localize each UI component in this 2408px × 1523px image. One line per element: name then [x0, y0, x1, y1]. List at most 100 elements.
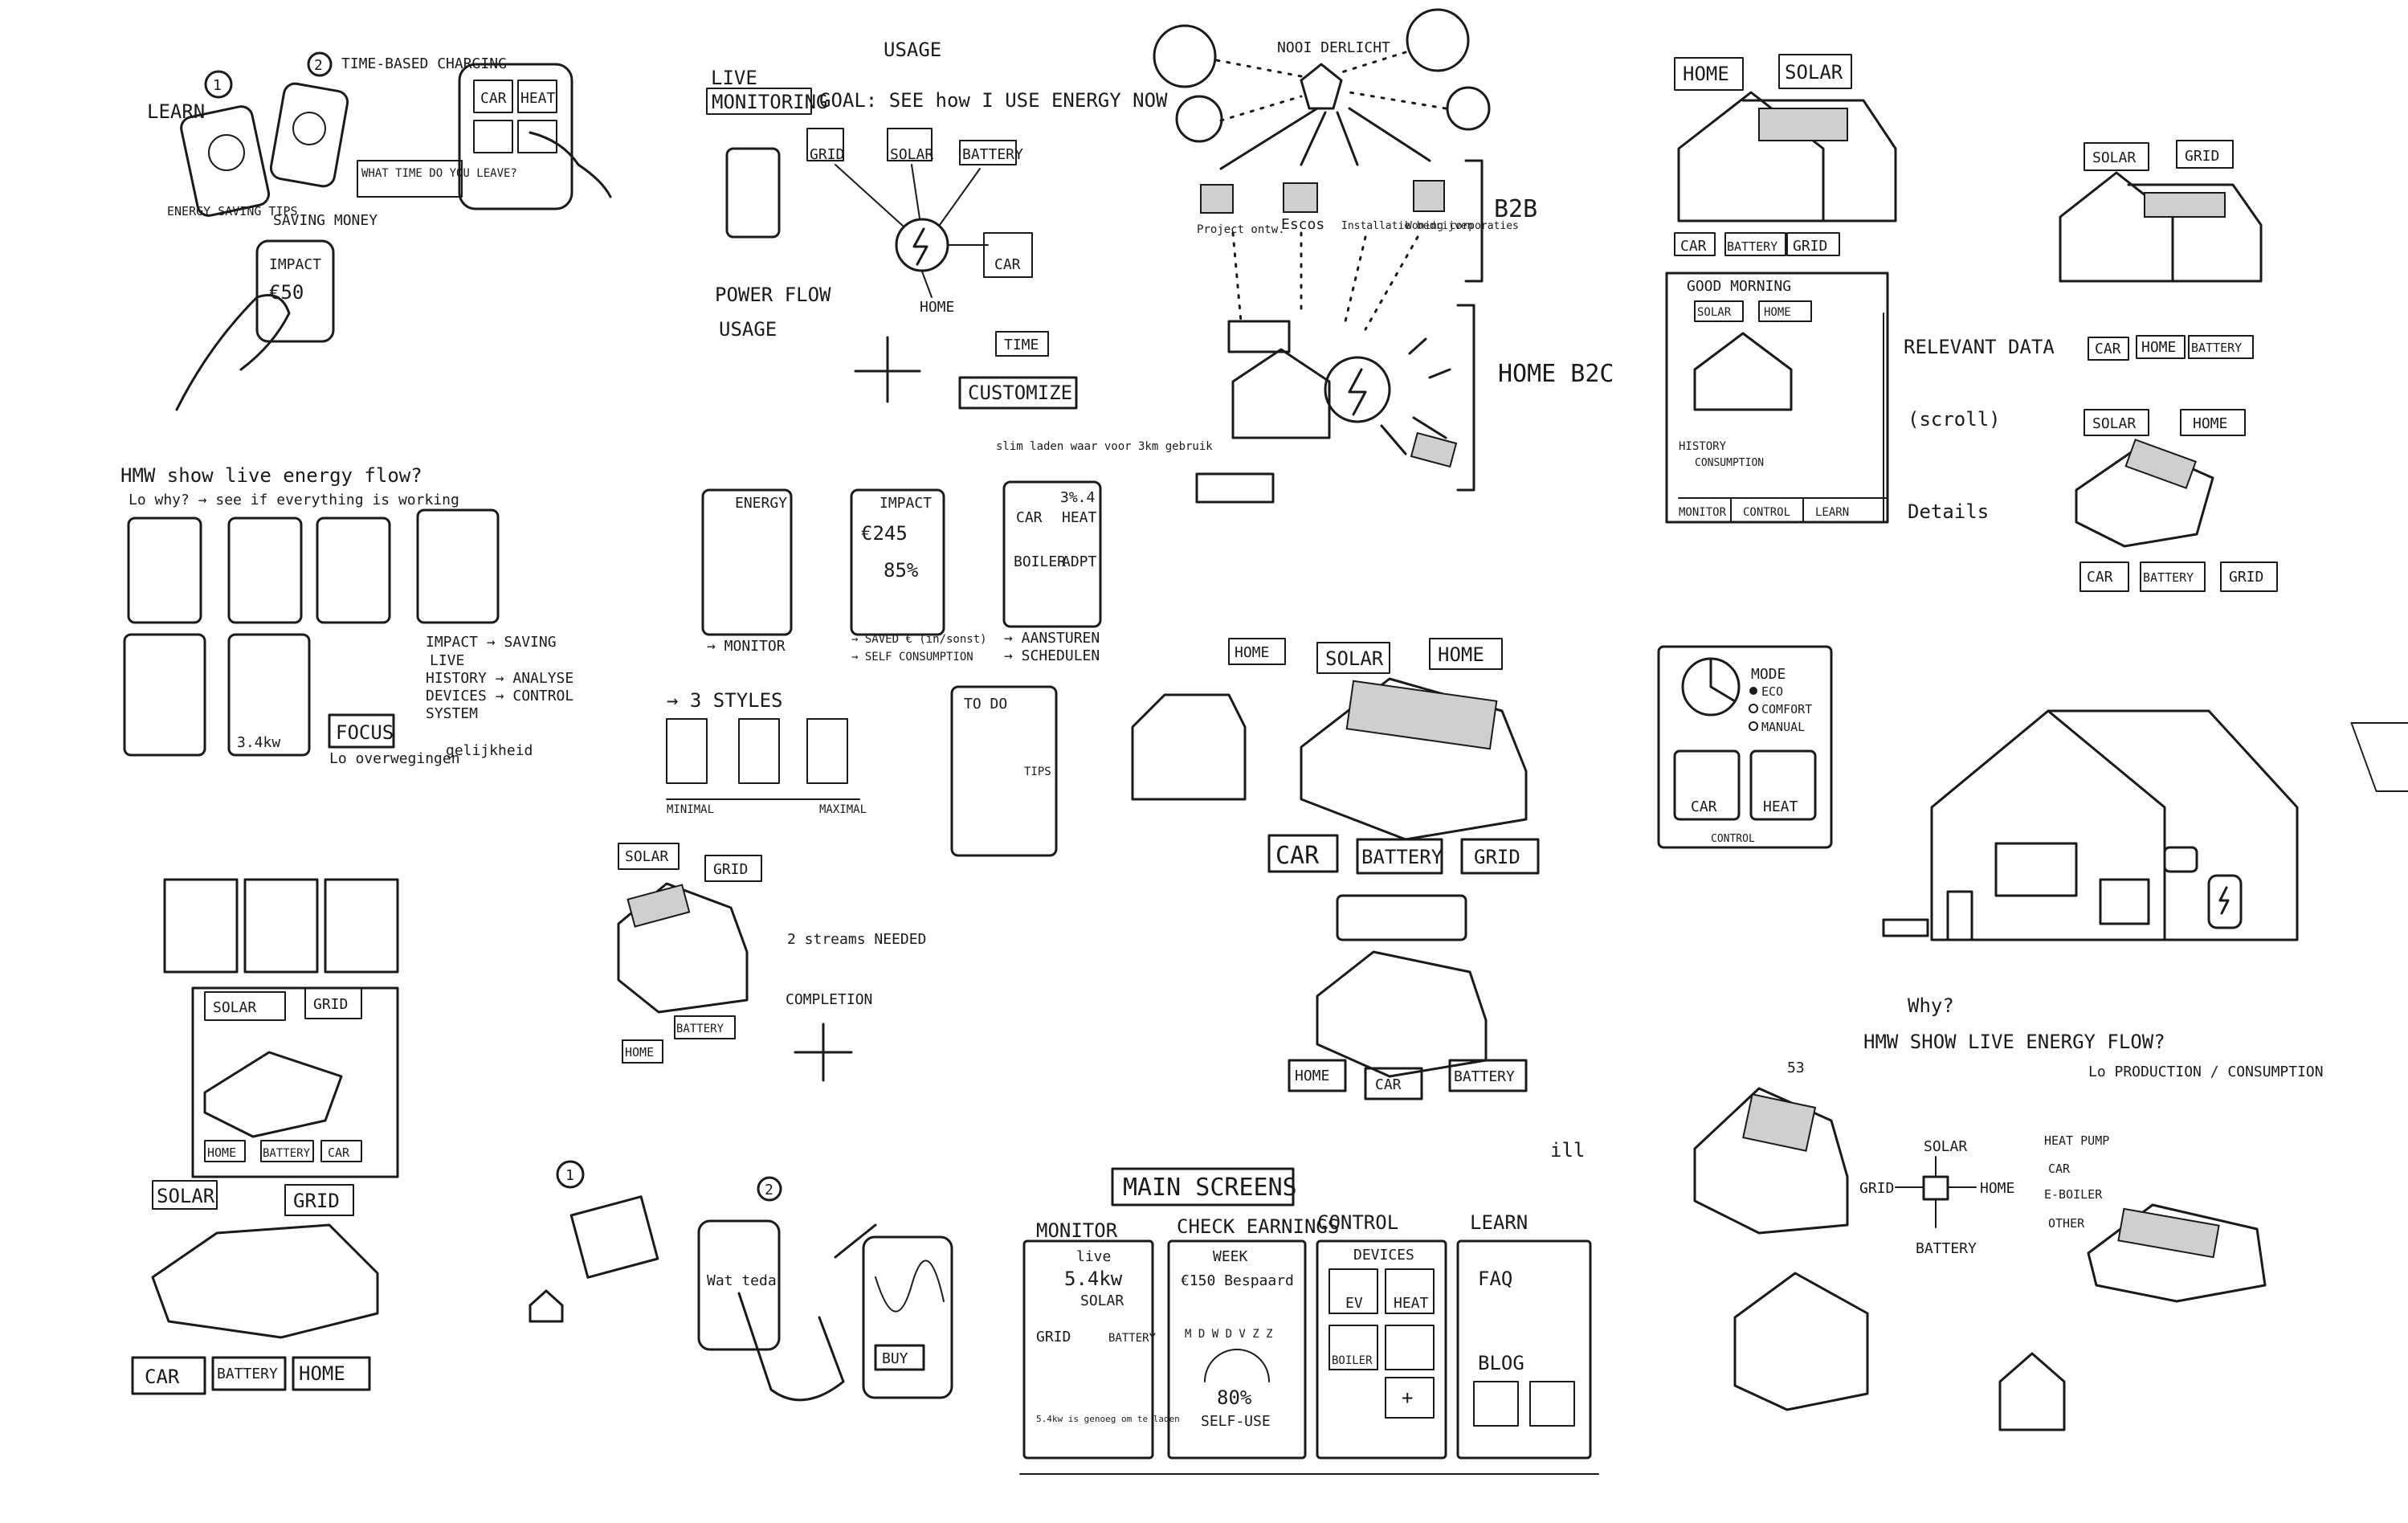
relevant-data-label: RELEVANT DATA [1904, 336, 2055, 358]
car-box [983, 232, 1033, 278]
final-house-door [1946, 890, 1973, 941]
bottom-left-sketch: SOLAR GRID CAR BATTERY HOME [131, 1180, 379, 1395]
solar-tag-r2-label: SOLAR [2092, 415, 2136, 432]
small-house-c [1131, 693, 1247, 801]
time-box [995, 331, 1049, 357]
impact-title: IMPACT [880, 495, 932, 512]
col-learn: LEARN [1470, 1211, 1528, 1234]
customize-box [958, 376, 1078, 410]
screen-learn [1456, 1239, 1592, 1460]
hand-pointer [529, 131, 612, 198]
battery-tag-l-label: BATTERY [263, 1147, 311, 1160]
car-tag-r [2088, 337, 2129, 361]
battery-tag-s-label: BATTERY [676, 1023, 724, 1035]
grid-tag-r3 [2220, 561, 2278, 592]
tab-learn: LEARN [1815, 506, 1849, 519]
solar-tag-s [618, 843, 680, 870]
learn-faq: FAQ [1478, 1268, 1512, 1290]
why-house-1-panels [1742, 1093, 1817, 1152]
grid-tag-c [1460, 838, 1540, 875]
car-tag-c [1267, 834, 1339, 873]
car-tag-bl-label: CAR [145, 1366, 180, 1388]
flow-arrows-out [921, 244, 989, 298]
car-label: CAR [994, 256, 1021, 273]
col-monitor: MONITOR [1036, 1219, 1118, 1242]
phone-impact [255, 239, 335, 343]
home-tag-s [622, 1039, 663, 1064]
grid-tag-label: GRID [1793, 238, 1827, 255]
focus-box [328, 713, 395, 749]
monitoring-label: MONITORING [712, 91, 828, 113]
home-tag-r-label: HOME [2141, 339, 2176, 356]
style-b [738, 718, 780, 784]
monitor-solar: SOLAR [1080, 1292, 1124, 1309]
solar-box [887, 128, 933, 161]
dotted-links-b2c [1231, 231, 1419, 331]
mini-house-r-panels [2144, 192, 2226, 218]
solar-grid-frame [191, 986, 399, 1178]
why-house-3-panels [2117, 1207, 2220, 1259]
power-flow-label: POWER FLOW [715, 284, 831, 306]
why-home: HOME [1980, 1180, 2014, 1197]
focus-label: FOCUS [336, 721, 394, 744]
control-ev-tile [1328, 1268, 1378, 1314]
screen-control [1316, 1239, 1447, 1460]
control-heat-tile [1385, 1268, 1435, 1314]
buy-curve [875, 1260, 945, 1313]
why-other: OTHER [2048, 1216, 2085, 1231]
show-live-flow-sketch: HMW show live energy flow? Lo why? → see… [120, 464, 573, 767]
scroll-label: (scroll) [1908, 408, 2001, 431]
three-styles-label: → 3 STYLES [667, 689, 783, 712]
step-1-label: 1 [213, 77, 222, 94]
laptop-icon [1195, 472, 1275, 504]
impact-amount: €245 [861, 522, 908, 545]
dotted-links [1215, 51, 1447, 122]
why-grid: GRID [1859, 1180, 1894, 1197]
saved-note: → SAVED € (in/sonst) [851, 633, 987, 646]
devices-heat: HEAT [1062, 509, 1097, 526]
heat-tile [517, 80, 557, 113]
big-house-sketch: HOME SOLAR HOME CAR BATTERY GRID [1131, 638, 1540, 875]
b2c-lightning-hub [1324, 356, 1391, 423]
car-tile-mode [1673, 749, 1741, 821]
control-heat: HEAT [1394, 1295, 1429, 1312]
comfort-radio [1749, 704, 1758, 713]
grid-label: GRID [810, 146, 844, 163]
variant-phone-2 [227, 517, 303, 624]
col-check-earnings: CHECK EARNINGS [1177, 1215, 1339, 1238]
buy-button [874, 1344, 925, 1371]
heat-tile-mode-label: HEAT [1763, 798, 1798, 815]
style-phone-energy [701, 488, 793, 636]
battery-box [959, 140, 1017, 165]
battery-tag-c-label: BATTERY [1361, 846, 1443, 868]
home-tag-l-label: HOME [207, 1145, 236, 1160]
home-tag-bl-label: HOME [299, 1362, 345, 1385]
grid-tag-r [2176, 140, 2234, 169]
learn-blog: BLOG [1478, 1352, 1524, 1374]
solar-tag [1778, 54, 1852, 89]
battery-tag-s [674, 1015, 736, 1039]
earnings-gauge [1204, 1349, 1270, 1382]
main-screens-title-box [1111, 1167, 1295, 1207]
battery-tag-r3-label: BATTERY [2143, 570, 2194, 585]
phone-3 [458, 63, 573, 210]
grid-tag-l [304, 987, 362, 1019]
step-2-label: 2 [314, 57, 323, 74]
mode-pie-slices [1709, 657, 1737, 703]
wat-teda-label: Wat teda [707, 1272, 777, 1289]
why-eboiler: E-BOILER [2044, 1187, 2103, 1202]
why-label: Why? [1908, 994, 1954, 1017]
phone-1 [180, 105, 271, 217]
buy-step-1-circle [556, 1160, 585, 1189]
why-53: 53 [1787, 1060, 1805, 1076]
time-label: TIME [1004, 337, 1039, 353]
system-text: SYSTEM [426, 705, 478, 722]
solar-tag-r2 [2084, 409, 2149, 436]
screen-earnings [1167, 1239, 1307, 1460]
battery-tag-label: BATTERY [1727, 239, 1777, 254]
home-left-tag [1228, 638, 1286, 665]
grid-tag-s [704, 855, 762, 882]
history-label: HISTORY [1679, 440, 1727, 453]
euro-circle [1153, 24, 1217, 88]
todo-label: TO DO [964, 696, 1007, 713]
